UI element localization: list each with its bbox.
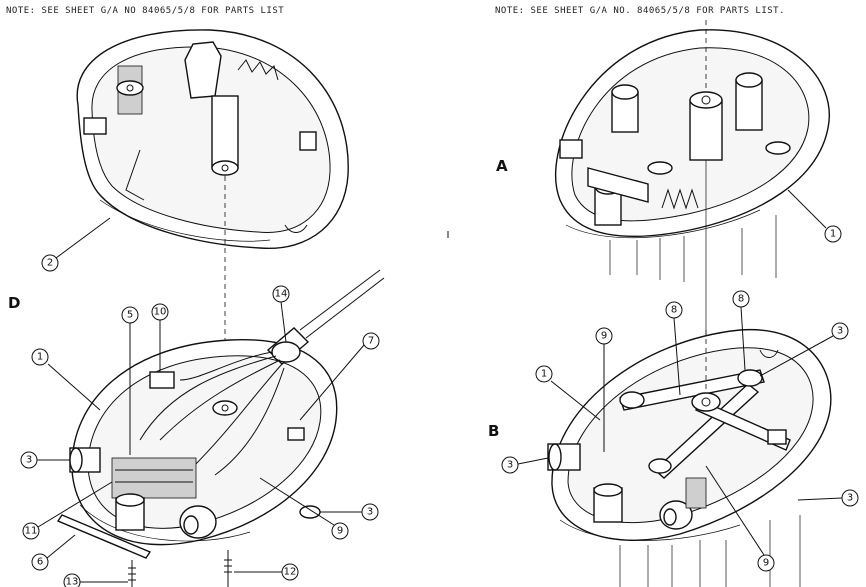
callout-b-8-b — [732, 290, 750, 308]
callout-b-8-a-label: 8 — [671, 305, 677, 316]
callout-d-7 — [362, 332, 380, 350]
callout-d-9-label: 9 — [337, 526, 343, 537]
callout-2-label: 2 — [47, 258, 53, 269]
base-assembly-view-b — [547, 329, 832, 541]
callout-d-5-label: 5 — [127, 310, 133, 321]
callout-d-13-label: 13 — [66, 577, 79, 587]
callout-d-5 — [121, 306, 139, 324]
callout-b-9-bottom-label: 9 — [763, 558, 769, 569]
parts-list-note-right: NOTE: SEE SHEET G/A NO. 84065/5/8 FOR PA… — [495, 6, 786, 16]
callout-b-1-label: 1 — [541, 369, 547, 380]
leader-a-1 — [787, 189, 827, 229]
callout-b-3-left — [501, 456, 519, 474]
callout-b-3-right-label: 3 — [847, 493, 853, 504]
section-label-b: B — [488, 422, 499, 440]
callout-b-9-bottom — [757, 554, 775, 572]
callout-d-7-label: 7 — [368, 336, 374, 347]
callout-d-14 — [272, 285, 290, 303]
callout-d-10-label: 10 — [154, 307, 167, 318]
callout-b-1 — [535, 365, 553, 383]
callout-d-11-label: 11 — [25, 526, 38, 537]
base-housing-view-a — [555, 29, 830, 239]
callout-b-3-top-label: 3 — [837, 326, 843, 337]
callout-d-10 — [151, 303, 169, 321]
callout-b-3-top — [831, 322, 849, 340]
callout-d-3-left-label: 3 — [26, 455, 32, 466]
callout-a-1-label: 1 — [830, 229, 836, 240]
callout-a-1 — [824, 225, 842, 243]
callout-d-6 — [31, 553, 49, 571]
callout-b-8-b-label: 8 — [738, 294, 744, 305]
callout-d-14-label: 14 — [275, 289, 288, 300]
callout-d-1-label: 1 — [37, 352, 43, 363]
upper-housing-view — [76, 29, 349, 250]
leader-2 — [55, 217, 111, 259]
section-label-a: A — [496, 157, 508, 175]
callout-d-12-label: 12 — [284, 567, 297, 578]
callout-b-9-top — [595, 327, 613, 345]
callout-d-3-left — [20, 451, 38, 469]
callout-d-3-right — [361, 503, 379, 521]
callout-d-6-label: 6 — [37, 557, 43, 568]
callout-d-1 — [31, 348, 49, 366]
callout-b-9-top-label: 9 — [601, 331, 607, 342]
section-label-d: D — [8, 294, 20, 312]
callout-d-13 — [63, 573, 81, 587]
callout-b-3-left-label: 3 — [507, 460, 513, 471]
wiring-assembly-view-d — [56, 269, 385, 587]
callout-d-12 — [281, 563, 299, 581]
callout-d-3-right-label: 3 — [367, 507, 373, 518]
callout-d-9 — [331, 522, 349, 540]
callout-d-11 — [22, 522, 40, 540]
callout-b-8-a — [665, 301, 683, 319]
parts-list-note-left: NOTE: SEE SHEET G/A NO 84065/5/8 FOR PAR… — [6, 6, 285, 16]
callout-b-3-right — [841, 489, 859, 507]
callout-2 — [41, 254, 59, 272]
